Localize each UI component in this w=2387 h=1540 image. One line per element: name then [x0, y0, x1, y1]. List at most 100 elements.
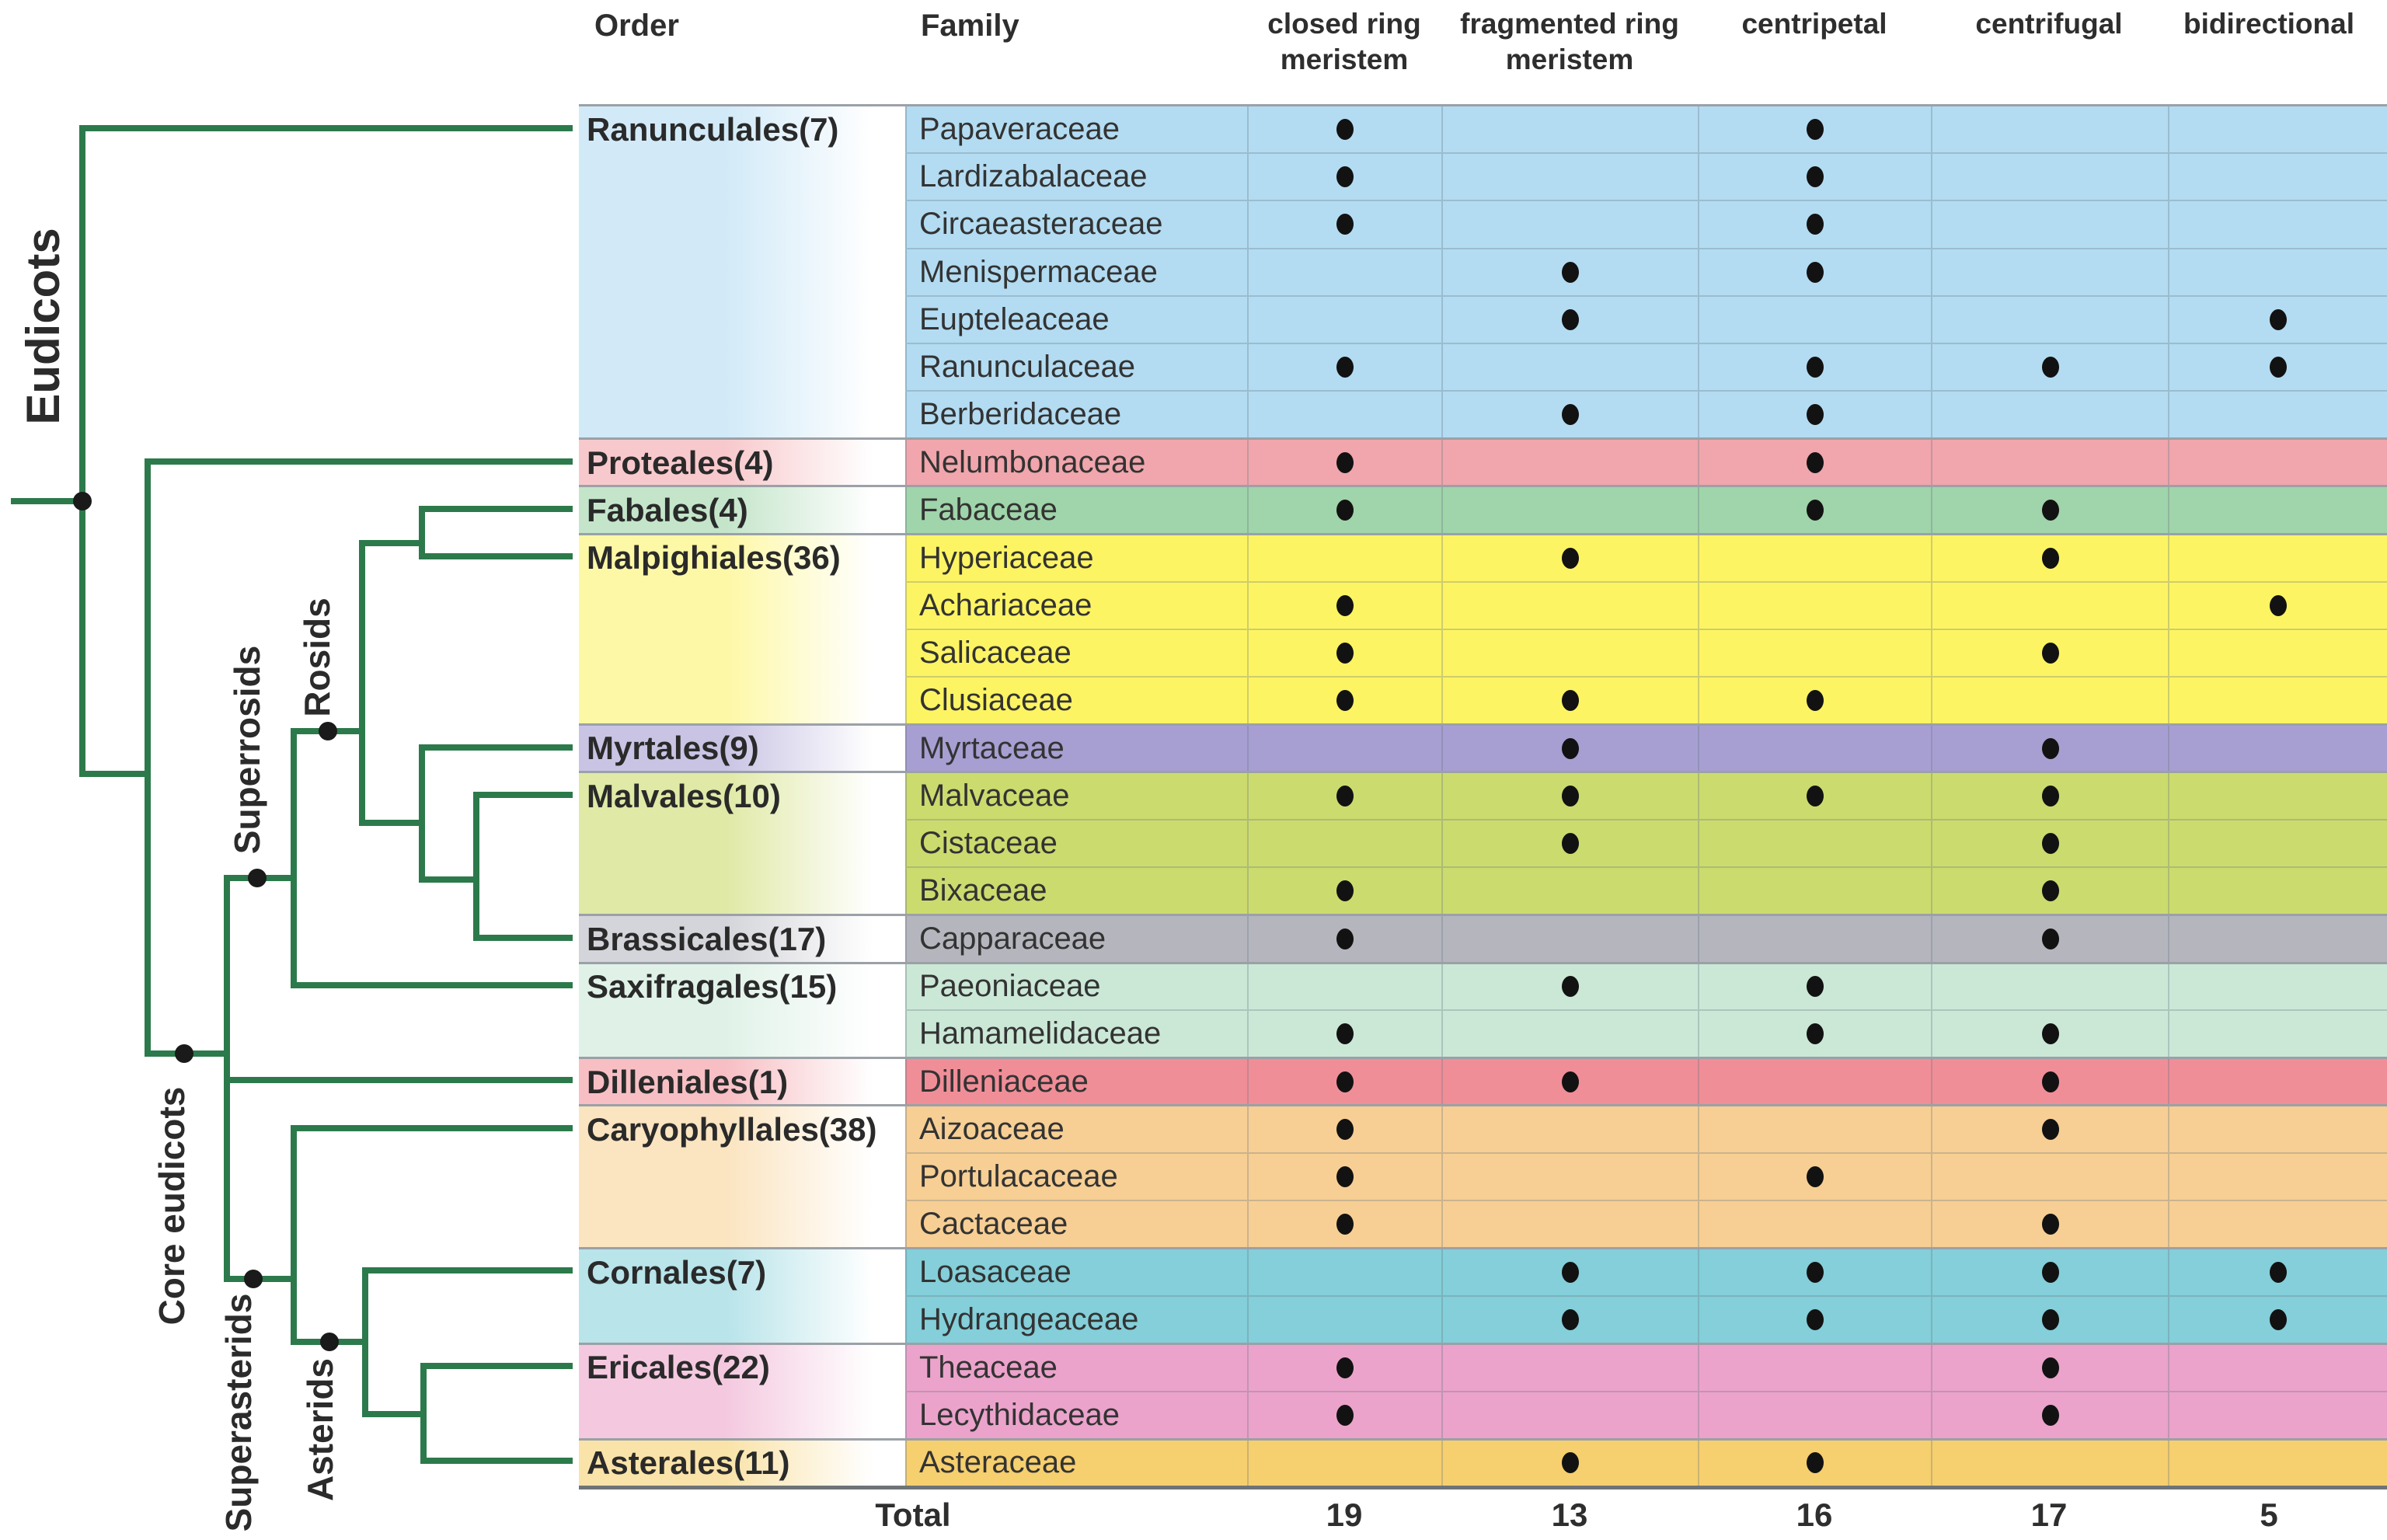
family-name: Hamamelidaceae — [905, 1011, 1247, 1057]
trait-cell — [1441, 963, 1698, 1010]
total-fragmented: 13 — [1551, 1496, 1588, 1533]
trait-cell — [1698, 1059, 1931, 1105]
trait-cell — [1698, 1392, 1931, 1438]
trait-cell — [1247, 1440, 1441, 1486]
presence-dot — [1336, 1023, 1354, 1045]
family-row-papaveraceae: Papaveraceae — [905, 106, 2387, 153]
presence-dot — [1336, 642, 1354, 664]
trait-cell — [2168, 916, 2387, 962]
family-row-lecythidaceae: Lecythidaceae — [905, 1390, 2387, 1438]
trait-cell — [1931, 1297, 2168, 1343]
trait-cell — [1698, 1344, 1931, 1391]
family-name: Menispermaceae — [905, 249, 1247, 295]
order-cell-dilleniales: Dilleniales(1) — [579, 1059, 905, 1105]
family-row-paeoniaceae: Paeoniaceae — [905, 963, 2387, 1010]
trait-cell — [1698, 629, 1931, 676]
presence-dot — [1807, 976, 1824, 998]
presence-dot — [1562, 1452, 1579, 1474]
presence-dot — [1336, 1119, 1354, 1141]
trait-cell — [1698, 535, 1931, 581]
trait-cell — [1931, 1011, 2168, 1057]
presence-dot — [1807, 1452, 1824, 1474]
trait-cell — [1441, 1392, 1698, 1438]
presence-dot — [2041, 737, 2059, 759]
trait-cell — [1441, 1249, 1698, 1296]
trait-cell — [1931, 963, 2168, 1010]
column-header-fragmented-ring-meristem: fragmented ring meristem — [1460, 8, 1679, 76]
trait-cell — [1441, 582, 1698, 629]
trait-cell — [1441, 201, 1698, 248]
node-eudicots — [73, 492, 92, 510]
presence-dot — [1336, 1357, 1354, 1378]
trait-cell — [2168, 1154, 2387, 1200]
presence-dot — [1562, 689, 1579, 711]
tree-rosids-spine — [359, 540, 422, 826]
family-name: Myrtaceae — [905, 725, 1247, 772]
trait-cell — [1247, 1011, 1441, 1057]
presence-dot — [1562, 547, 1579, 569]
trait-cell — [1698, 1440, 1931, 1486]
order-block-proteales: Proteales(4)Nelumbonaceae — [579, 437, 2387, 486]
presence-dot — [2041, 1071, 2059, 1092]
trait-cell — [1247, 249, 1441, 295]
trait-cell — [2168, 725, 2387, 772]
family-rows: Dilleniaceae — [905, 1059, 2387, 1105]
family-rows: Myrtaceae — [905, 725, 2387, 772]
trait-cell — [1441, 106, 1698, 153]
trait-cell — [2168, 249, 2387, 295]
presence-dot — [1336, 451, 1354, 473]
presence-dot — [2041, 786, 2059, 807]
presence-dot — [2041, 356, 2059, 378]
trait-cell — [1931, 106, 2168, 153]
trait-cell — [2168, 1297, 2387, 1343]
trait-cell — [1441, 821, 1698, 867]
family-row-circaeasteraceae: Circaeasteraceae — [905, 200, 2387, 248]
tree-branch-caryophyllales — [291, 1125, 573, 1345]
trait-cell — [1931, 1249, 2168, 1296]
trait-cell — [1441, 440, 1698, 486]
total-centrifugal: 17 — [2030, 1496, 2068, 1533]
family-row-hyperiaceae: Hyperiaceae — [905, 535, 2387, 581]
family-row-capparaceae: Capparaceae — [905, 916, 2387, 962]
trait-cell — [1247, 725, 1441, 772]
trait-cell — [2168, 440, 2387, 486]
trait-cell — [1931, 392, 2168, 438]
trait-cell — [1931, 201, 2168, 248]
clade-label-superrosids: Superrosids — [227, 646, 267, 854]
presence-dot — [2270, 594, 2287, 616]
trait-cell — [1247, 535, 1441, 581]
trait-cell — [1441, 868, 1698, 915]
trait-cell — [2168, 773, 2387, 820]
presence-dot — [1336, 689, 1354, 711]
family-row-hydrangeaceae: Hydrangeaceae — [905, 1295, 2387, 1343]
trait-cell — [1931, 440, 2168, 486]
family-name: Ranunculaceae — [905, 343, 1247, 391]
family-name: Asteraceae — [905, 1440, 1247, 1486]
family-name: Nelumbonaceae — [905, 440, 1247, 486]
trait-cell — [1247, 1297, 1441, 1343]
trait-cell — [2168, 1392, 2387, 1438]
trait-cell — [1441, 296, 1698, 343]
trait-cell — [1247, 201, 1441, 248]
presence-dot — [1562, 1262, 1579, 1284]
presence-dot — [1336, 356, 1354, 378]
presence-dot — [1807, 1262, 1824, 1284]
family-name: Achariaceae — [905, 582, 1247, 629]
order-block-asterales: Asterales(11)Asteraceae — [579, 1437, 2387, 1486]
trait-cell — [1698, 249, 1931, 295]
column-header-centrifugal: centrifugal — [1975, 8, 2123, 40]
family-rows: Fabaceae — [905, 487, 2387, 533]
trait-cell — [1698, 1106, 1931, 1153]
presence-dot — [2270, 1309, 2287, 1331]
order-name: Dilleniales(1) — [587, 1063, 789, 1100]
trait-cell — [1931, 868, 2168, 915]
family-row-aizoaceae: Aizoaceae — [905, 1106, 2387, 1153]
presence-dot — [1807, 356, 1824, 378]
trait-cell — [1931, 1344, 2168, 1391]
trait-cell — [1698, 963, 1931, 1010]
trait-cell — [1441, 1011, 1698, 1057]
